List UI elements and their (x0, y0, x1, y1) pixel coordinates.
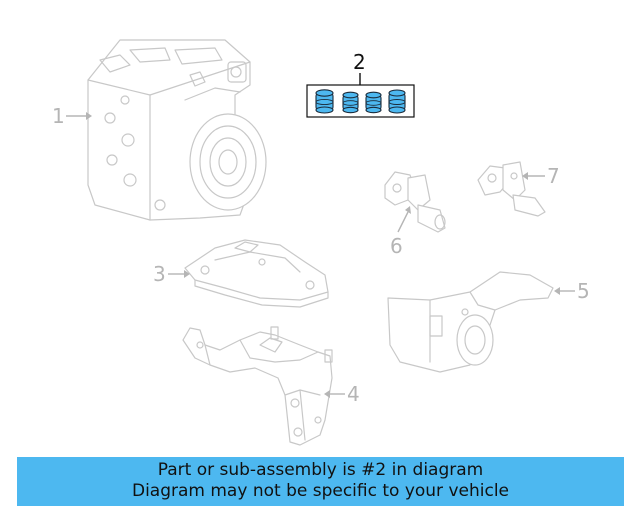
abs-modulator-unit (87, 39, 267, 221)
callout-7: 7 (547, 164, 560, 188)
bracket-part-5 (387, 271, 554, 373)
bushing-3 (365, 91, 382, 114)
leader-arrow-1 (86, 112, 92, 120)
leader-arrow-7 (522, 172, 528, 180)
bushing-2 (342, 91, 359, 114)
leader-line-6 (397, 211, 409, 233)
callout-4: 4 (347, 382, 360, 406)
leader-arrow-4 (324, 390, 330, 398)
bracket-part-3 (184, 239, 329, 308)
bushing-1 (315, 89, 334, 114)
callout-1: 1 (52, 104, 65, 128)
callout-6: 6 (390, 234, 403, 258)
callout-3: 3 (153, 262, 166, 286)
bracket-part-4 (182, 326, 333, 446)
exploded-parts-diagram: 1 2 (52, 39, 590, 446)
leader-arrow-5 (554, 287, 560, 295)
bushing-set (315, 89, 406, 114)
banner-line-disclaimer: Diagram may not be specific to your vehi… (131, 481, 509, 501)
callout-2: 2 (353, 50, 366, 74)
sensor-part-6 (384, 171, 446, 233)
sensor-part-7 (477, 161, 546, 217)
info-banner: Part or sub-assembly is #2 in diagram Di… (17, 457, 624, 506)
banner-line-part-info: Part or sub-assembly is #2 in diagram (157, 460, 484, 480)
callout-5: 5 (577, 279, 590, 303)
leader-arrow-3 (184, 270, 190, 278)
leader-arrow-6 (405, 206, 411, 214)
bushing-4 (388, 89, 406, 114)
